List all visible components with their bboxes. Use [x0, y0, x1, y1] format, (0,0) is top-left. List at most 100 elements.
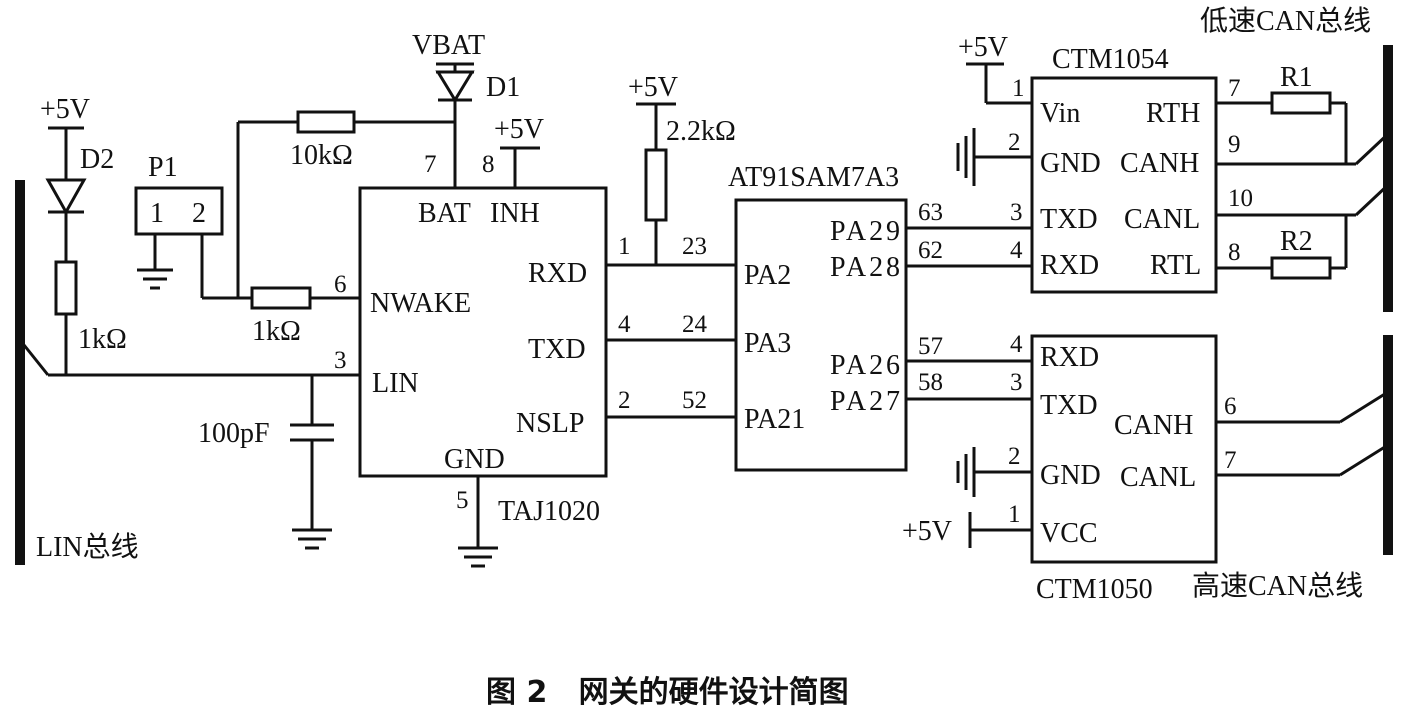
ctm1054-pin-rxd-number: 4: [1010, 237, 1023, 264]
ctm1050-chip: [1030, 334, 1218, 564]
r-pullup-label: 2.2kΩ: [666, 116, 736, 147]
ctm1050-canh-label: CANH: [1114, 410, 1193, 441]
d2-diode-icon: [45, 178, 87, 216]
mcu-pin-pa21-number: 52: [682, 387, 707, 414]
ctm1050-txd-label: TXD: [1040, 390, 1098, 421]
taj-nslp-label: NSLP: [516, 408, 584, 439]
ctm1054-vin-label: Vin: [1040, 98, 1080, 129]
pullup-supply-label: +5V: [628, 72, 678, 103]
ctm1050-canl-label: CANL: [1120, 462, 1196, 493]
ctm1054-pin-canh-number: 9: [1228, 131, 1241, 158]
taj-pin-gnd-number: 5: [456, 487, 469, 514]
ctm1054-pin-rth-number: 7: [1228, 75, 1241, 102]
r-10k-resistor-icon: [296, 110, 356, 134]
taj-pin-nwake-number: 6: [334, 271, 347, 298]
ctm1050-rxd-label: RXD: [1040, 342, 1099, 373]
d1-label: D1: [486, 72, 520, 103]
r1-resistor-icon: [1270, 91, 1332, 115]
taj-ground-icon: [458, 546, 498, 568]
r1-label: R1: [1280, 62, 1313, 93]
taj-lin-label: LIN: [372, 368, 419, 399]
p1-pin2-label: 2: [192, 198, 206, 229]
p1-connector: [134, 186, 224, 236]
ctm1054-chip: [1030, 76, 1218, 294]
mcu-pa28-label: PA28: [830, 252, 900, 283]
r-10k-label: 10kΩ: [290, 140, 353, 171]
taj-pin-lin-number: 3: [334, 347, 347, 374]
ctm1054-rxd-label: RXD: [1040, 250, 1099, 281]
ctm1054-pin-canl-number: 10: [1228, 185, 1253, 212]
ctm1050-ground-icon: [956, 447, 976, 497]
ctm1054-pin-gnd-number: 2: [1008, 129, 1021, 156]
mcu-pa21-label: PA21: [744, 404, 805, 435]
ctm1054-rth-label: RTH: [1146, 98, 1200, 129]
taj1020-chip: [358, 186, 608, 478]
taj-gnd-label: GND: [444, 444, 505, 475]
r-1k-lin-label: 1kΩ: [78, 324, 127, 355]
ctm1050-pin-gnd-number: 2: [1008, 443, 1021, 470]
at91sam7a3-chip: [734, 198, 908, 472]
mcu-pa27-label: PA27: [830, 386, 900, 417]
mcu-pin-pa28-number: 62: [918, 237, 943, 264]
mcu-pin-pa27-number: 58: [918, 369, 943, 396]
r-1k-lin-resistor-icon: [54, 260, 78, 316]
ctm1054-canh-label: CANH: [1120, 148, 1199, 179]
d2-supply-label: +5V: [40, 94, 90, 125]
r-pullup-resistor-icon: [644, 148, 668, 222]
ctm1050-pin-canh-number: 6: [1224, 393, 1237, 420]
taj-pin-bat-number: 7: [424, 151, 437, 178]
mcu-pa3-label: PA3: [744, 328, 791, 359]
ctm1054-rtl-label: RTL: [1150, 250, 1201, 281]
taj-rxd-label: RXD: [528, 258, 587, 289]
d2-label: D2: [80, 144, 114, 175]
ctm1054-name: CTM1054: [1052, 44, 1169, 75]
r-1k-nwake-label: 1kΩ: [252, 316, 301, 347]
ctm1054-pin-rtl-number: 8: [1228, 239, 1241, 266]
low-can-bus-label: 低速CAN总线: [1200, 5, 1371, 37]
mcu-pin-pa29-number: 63: [918, 199, 943, 226]
taj-pin-inh-number: 8: [482, 151, 495, 178]
c-100pf-label: 100pF: [198, 418, 270, 449]
figure-caption: 图 2 网关的硬件设计简图: [486, 675, 849, 710]
taj-supply-label: +5V: [494, 114, 544, 145]
ctm1054-canl-label: CANL: [1124, 204, 1200, 235]
taj-nwake-label: NWAKE: [370, 288, 471, 319]
ctm1054-ground-icon: [956, 128, 976, 186]
ctm1050-supply-label: +5V: [902, 516, 952, 547]
mcu-pin-pa26-number: 57: [918, 333, 943, 360]
ctm1050-gnd-label: GND: [1040, 460, 1101, 491]
p1-ground-icon: [137, 268, 173, 290]
ctm1050-pin-vcc-number: 1: [1008, 501, 1021, 528]
ctm1050-vcc-label: VCC: [1040, 518, 1098, 549]
mcu-pa26-label: PA26: [830, 350, 900, 381]
ctm1054-txd-label: TXD: [1040, 204, 1098, 235]
ctm1050-name: CTM1050: [1036, 574, 1153, 605]
ctm1054-pin-txd-number: 3: [1010, 199, 1023, 226]
r2-label: R2: [1280, 226, 1313, 257]
ctm1050-pin-rxd-number: 4: [1010, 331, 1023, 358]
ctm1054-gnd-label: GND: [1040, 148, 1101, 179]
ctm1050-pin-txd-number: 3: [1010, 369, 1023, 396]
mcu-pa29-label: PA29: [830, 216, 900, 247]
taj-txd-label: TXD: [528, 334, 586, 365]
lin-bus-label: LIN总线: [36, 531, 139, 563]
cap-ground-icon: [292, 528, 332, 550]
taj-bat-label: BAT: [418, 198, 471, 229]
taj-pin-nslp-number: 2: [618, 387, 631, 414]
high-can-bus-label: 高速CAN总线: [1192, 570, 1363, 602]
taj-pin-txd-number: 4: [618, 311, 631, 338]
ctm1054-pin-vin-number: 1: [1012, 75, 1025, 102]
taj-inh-label: INH: [490, 198, 540, 229]
p1-label: P1: [148, 152, 178, 183]
mcu-pin-pa2-number: 23: [682, 233, 707, 260]
taj1020-name: TAJ1020: [498, 496, 600, 527]
mcu-pa2-label: PA2: [744, 260, 791, 291]
mcu-pin-pa3-number: 24: [682, 311, 708, 338]
mcu-name: AT91SAM7A3: [728, 162, 899, 193]
r2-resistor-icon: [1270, 256, 1332, 280]
vbat-label: VBAT: [412, 30, 485, 61]
taj-pin-rxd-number: 1: [618, 233, 631, 260]
p1-pin1-label: 1: [150, 198, 164, 229]
ctm1050-pin-canl-number: 7: [1224, 447, 1237, 474]
